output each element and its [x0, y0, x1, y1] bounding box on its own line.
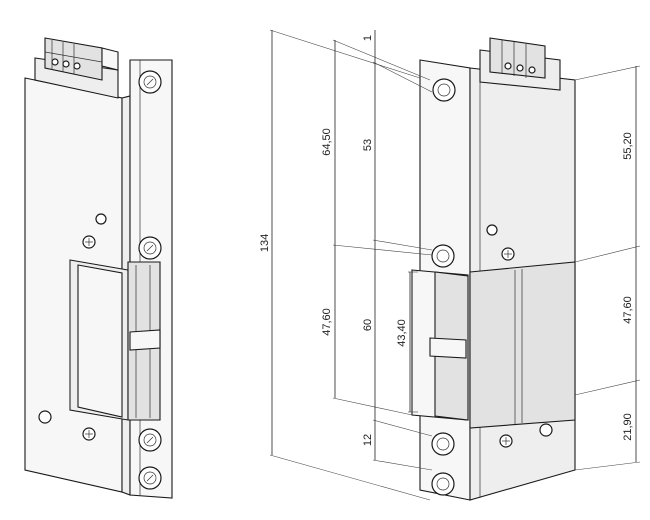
side-screw-middle: [431, 244, 455, 268]
side-cross-screw-upper: [501, 247, 515, 261]
front-hole-upper: [95, 213, 107, 225]
side-strike-housing: [469, 261, 576, 429]
dim-label-12: 12: [362, 434, 374, 446]
dimension-lines: [271, 30, 637, 462]
front-screw-lower: [138, 428, 162, 452]
dim-label-134: 134: [259, 234, 271, 252]
front-screw-middle: [138, 236, 162, 260]
terminal-side: [101, 47, 119, 71]
dim-label-1: 1: [362, 35, 374, 41]
side-terminal-screw-3: [528, 66, 536, 74]
side-hole-lower: [539, 423, 553, 437]
side-screw-top: [432, 78, 456, 102]
dim-label-55-20: 55,20: [622, 132, 634, 160]
front-cross-screw-lower: [82, 427, 96, 441]
latch-bolt: [129, 329, 161, 351]
front-cross-screw-upper: [82, 235, 96, 249]
side-terminal-screw-1: [504, 62, 512, 70]
front-hole-lower: [38, 410, 52, 424]
side-hole-upper: [486, 224, 498, 236]
front-view: [24, 37, 173, 499]
side-view: 134 64,50 47,60 1 53 60 12 43,40 55,20 4…: [259, 29, 641, 501]
dim-label-64-50: 64,50: [321, 128, 333, 156]
side-latch-bolt: [429, 337, 467, 359]
terminal-line: [44, 51, 103, 63]
dim-label-21-90: 21,90: [622, 413, 634, 441]
extension-lines: [269, 29, 641, 501]
strike-keeper: [77, 264, 123, 418]
terminal-screw-1: [51, 58, 59, 66]
dim-label-60: 60: [362, 319, 374, 331]
dim-label-53: 53: [362, 139, 374, 151]
side-screw-bottom: [431, 472, 455, 496]
side-terminal-screw-2: [516, 64, 524, 72]
dimension-labels: 134 64,50 47,60 1 53 60 12 43,40 55,20 4…: [259, 35, 634, 446]
side-screw-lower: [431, 432, 455, 456]
front-screw-top: [138, 70, 162, 94]
front-screw-bottom: [138, 466, 162, 490]
dim-label-47-60-left: 47,60: [321, 308, 333, 336]
terminal-screw-2: [62, 60, 70, 68]
dim-label-47-60-right: 47,60: [622, 296, 634, 324]
terminal-screw-3: [73, 62, 81, 70]
side-cross-screw-lower: [499, 434, 513, 448]
side-terminal-block: [489, 37, 546, 79]
dim-label-43-40: 43,40: [396, 319, 408, 347]
terminal-block: [44, 37, 103, 81]
